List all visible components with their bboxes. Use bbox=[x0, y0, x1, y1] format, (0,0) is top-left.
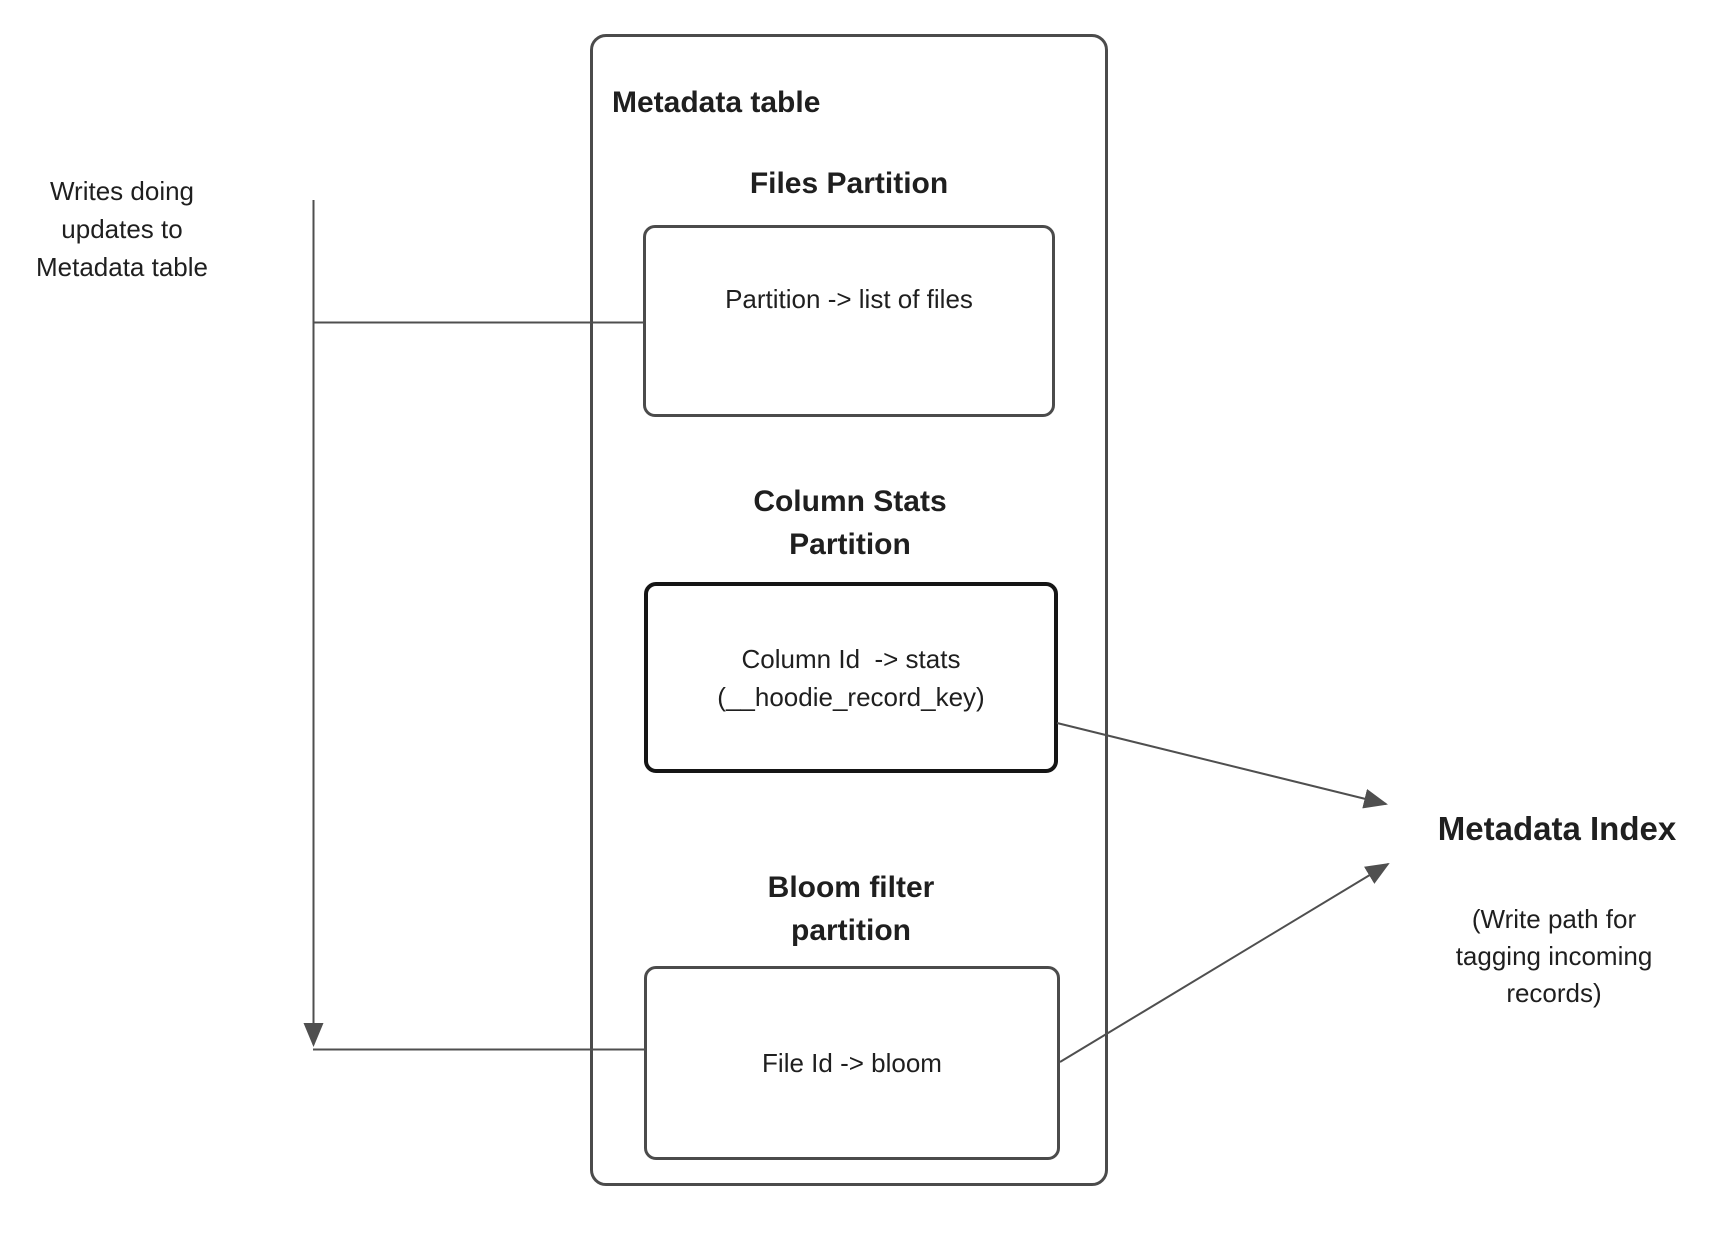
column-stats-record-key: (__hoodie_record_key) bbox=[717, 681, 985, 712]
column-stats-partition-heading: Column Stats Partition bbox=[643, 480, 1057, 566]
bloom-filter-partition-heading: Bloom filter partition bbox=[643, 866, 1059, 952]
metadata-index-subtitle: (Write path for tagging incoming records… bbox=[1455, 904, 1653, 1008]
files-partition-mapping: Partition -> list of files bbox=[725, 284, 973, 314]
bloom-filter-mapping: File Id -> bloom bbox=[762, 1048, 942, 1078]
heading-line: Bloom filter bbox=[767, 871, 935, 904]
metadata-table-title: Metadata table bbox=[612, 86, 821, 119]
bloom-to-index-arrow bbox=[1059, 862, 1390, 1063]
files-partition-heading: Files Partition bbox=[643, 162, 1055, 205]
bloom-filter-partition-box: File Id -> bloom bbox=[644, 966, 1060, 1160]
heading-line: Files Partition bbox=[749, 167, 949, 200]
heading-line: Column Stats bbox=[753, 485, 947, 518]
heading-line: partition bbox=[791, 914, 911, 947]
heading-line: Partition bbox=[789, 528, 911, 561]
metadata-index-title: Metadata Index bbox=[1437, 810, 1677, 847]
column-stats-mapping: Column Id -> stats bbox=[741, 643, 961, 674]
writes-note: Writes doing updates to Metadata table bbox=[35, 176, 208, 282]
column-stats-partition-box: Column Id -> stats (__hoodie_record_key) bbox=[644, 582, 1058, 773]
files-partition-box: Partition -> list of files bbox=[643, 225, 1055, 417]
